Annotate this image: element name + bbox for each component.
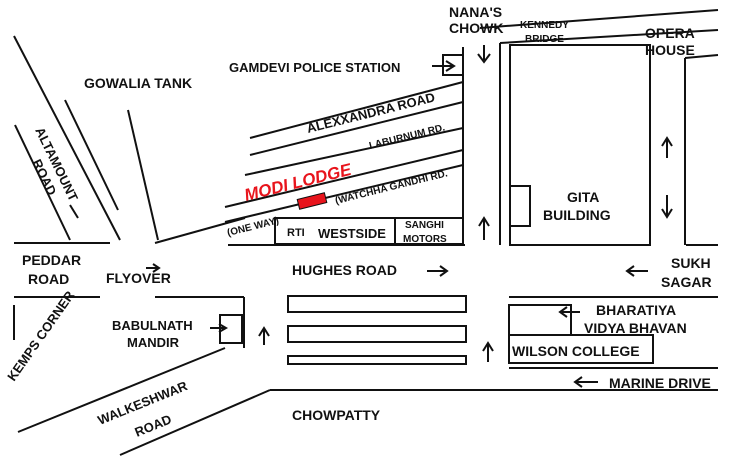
label-bharatiya-2: VIDYA BHAVAN <box>584 320 687 336</box>
label-walkeshwar-2: ROAD <box>133 412 174 440</box>
label-babulnath-2: MANDIR <box>127 335 180 350</box>
gowalia-road-right <box>127 109 159 241</box>
label-bharatiya-1: BHARATIYA <box>596 302 676 318</box>
label-opera-house-2: HOUSE <box>645 42 695 58</box>
label-sukh-1: SUKH <box>671 255 711 271</box>
kennedy-bridge-line-1 <box>479 9 719 29</box>
road-diag-3 <box>244 127 464 176</box>
label-wilson-college: WILSON COLLEGE <box>512 343 640 359</box>
road-diag-1 <box>249 81 464 139</box>
kennedy-bridge-line-2 <box>499 29 719 44</box>
arrows <box>69 45 673 388</box>
modi-lodge-marker <box>296 192 328 210</box>
road-diag-5 <box>224 164 464 223</box>
label-gamdevi: GAMDEVI POLICE STATION <box>229 60 400 75</box>
gowalia-road-left <box>13 35 121 241</box>
label-kemps-corner: KEMPS CORNER <box>4 288 78 384</box>
walkeshwar-road-bottom <box>119 389 271 456</box>
gita-building-block <box>509 44 651 246</box>
label-rti: RTI <box>287 227 305 239</box>
altamount-road-left-edge <box>14 124 71 241</box>
wilson-college-block <box>508 334 654 364</box>
road-diag-6 <box>154 217 246 244</box>
gita-building-inner <box>509 185 531 227</box>
label-peddar-2: ROAD <box>28 271 69 287</box>
label-gita-2: BUILDING <box>543 207 611 223</box>
label-marine-drive: MARINE DRIVE <box>609 375 711 391</box>
hughes-divider-3 <box>287 355 467 365</box>
label-westside: WESTSIDE <box>318 226 386 241</box>
label-babulnath-1: BABULNATH <box>112 318 193 333</box>
walkeshwar-road-top <box>17 347 226 433</box>
label-sukh-2: SAGAR <box>661 274 712 290</box>
label-hughes-road: HUGHES ROAD <box>292 262 397 278</box>
label-nanas-chowk-1: NANA'S <box>449 4 502 20</box>
label-peddar-1: PEDDAR <box>22 252 81 268</box>
label-gita-1: GITA <box>567 189 599 205</box>
road-diag-2 <box>249 101 464 156</box>
hughes-divider-1 <box>287 295 467 313</box>
label-opera-house-1: OPERA <box>645 25 695 41</box>
label-kennedy-bridge-1: KENNEDY <box>520 20 569 31</box>
label-gowalia-tank: GOWALIA TANK <box>84 75 192 91</box>
label-laburnum: LABURNUM RD. <box>368 122 446 152</box>
altamount-road-right-edge <box>64 99 119 211</box>
label-nanas-chowk-2: CHOWK <box>449 20 503 36</box>
sanghi-motors-block <box>394 217 464 245</box>
road-diag-4 <box>224 149 464 208</box>
label-sanghi-2: MOTORS <box>403 234 447 245</box>
label-sanghi-1: SANGHI <box>405 220 444 231</box>
label-walkeshwar-1: WALKESHWAR <box>96 378 191 428</box>
bharatiya-vidya-bhavan-block <box>508 304 572 336</box>
label-flyover: FLYOVER <box>106 270 171 286</box>
label-chowpatty: CHOWPATTY <box>292 407 381 423</box>
label-kennedy-bridge-2: BRIDGE <box>525 34 564 45</box>
hughes-divider-2 <box>287 325 467 343</box>
opera-house-line <box>684 54 719 59</box>
